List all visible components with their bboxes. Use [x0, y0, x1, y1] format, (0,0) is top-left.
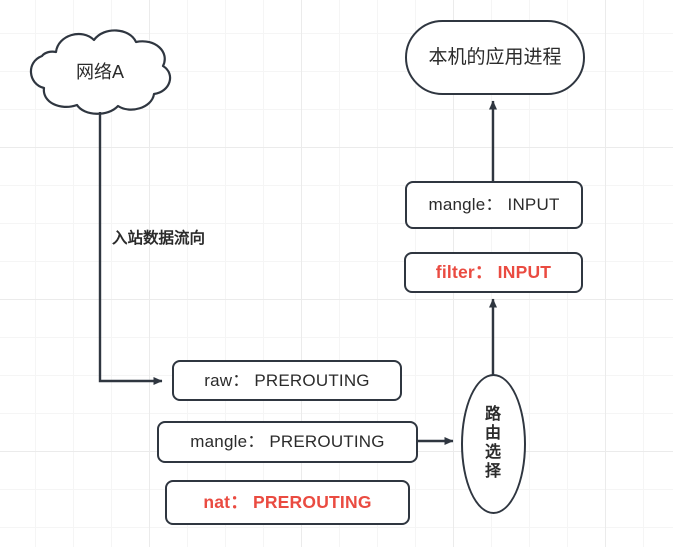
routing-decision-char-1: 路 [484, 406, 502, 424]
mangle-input-node: mangle： INPUT [405, 181, 583, 229]
mangle-prerouting-node: mangle： PREROUTING [157, 421, 418, 463]
raw-prerouting-node: raw： PREROUTING [172, 360, 402, 401]
routing-decision-char-2: 由 [484, 425, 502, 443]
cloud-icon [29, 29, 172, 115]
nat-prerouting-node: nat： PREROUTING [165, 480, 410, 525]
local-process-node: 本机的应用进程 [405, 20, 585, 95]
routing-decision-char-3: 选 [484, 444, 502, 461]
network-cloud-node: 网络A [20, 22, 180, 118]
inbound-flow-label: 入站数据流向 [112, 230, 206, 247]
routing-decision-node: 路 由 选 择 [461, 374, 526, 514]
filter-input-node: filter： INPUT [404, 252, 583, 293]
routing-decision-char-4: 择 [484, 462, 502, 480]
